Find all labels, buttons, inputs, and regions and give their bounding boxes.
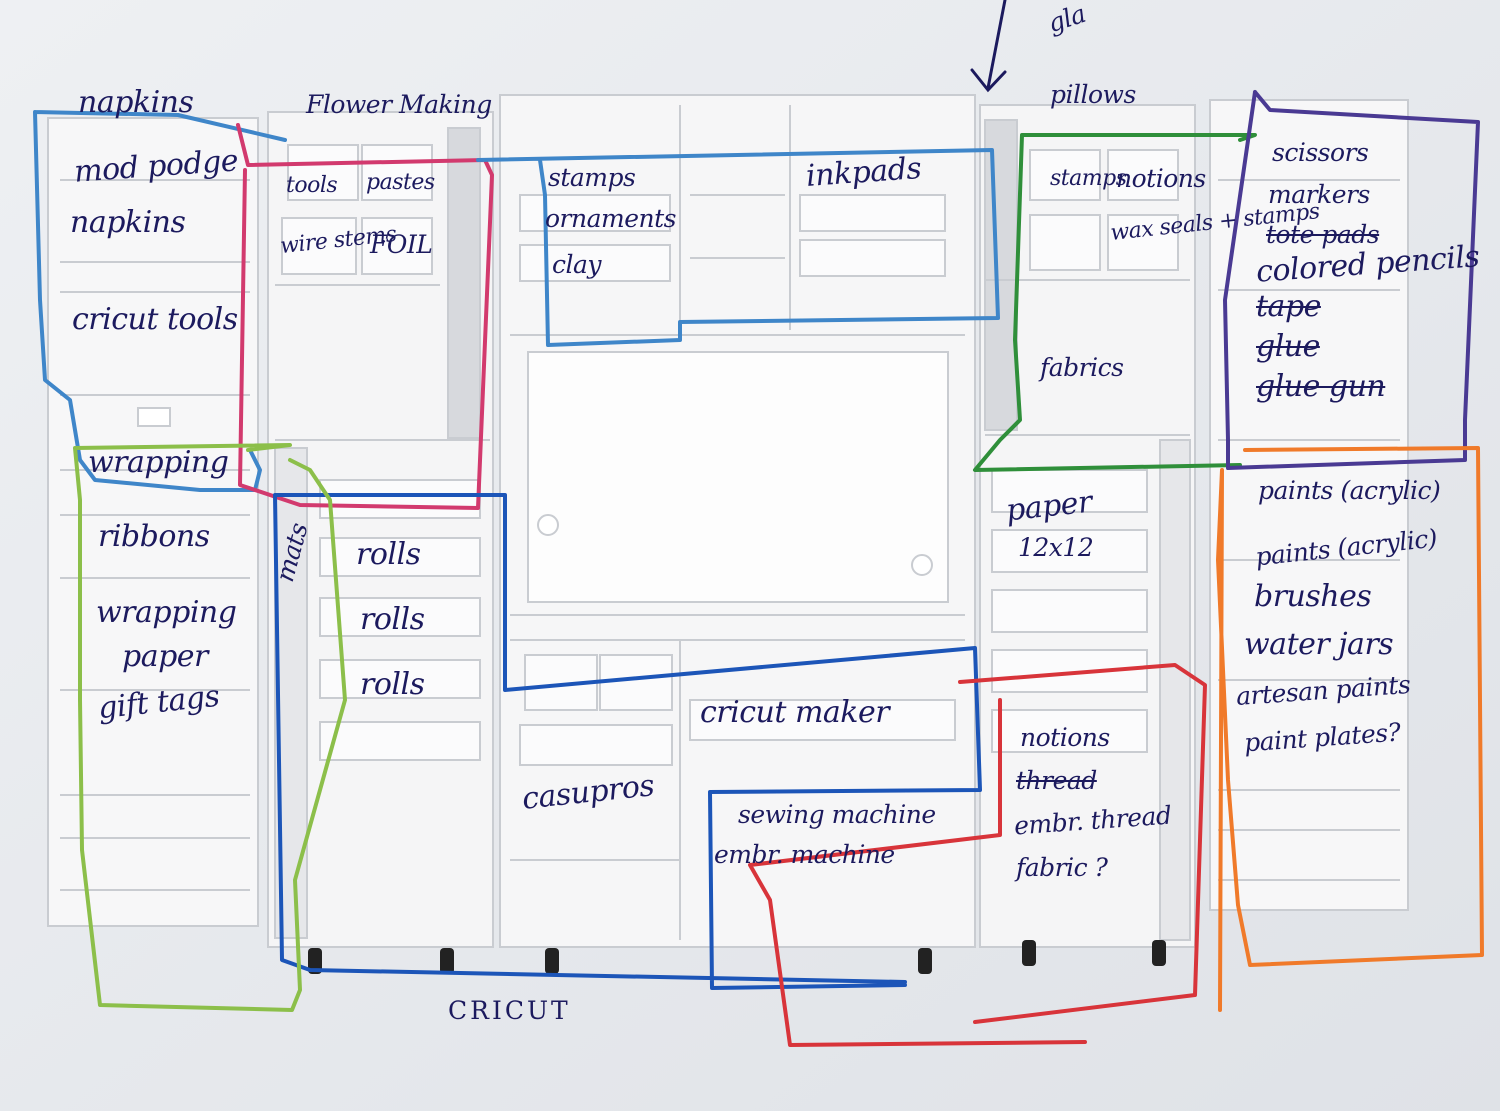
green-left-outline xyxy=(73,443,347,1012)
label-glue: glue xyxy=(1256,329,1320,364)
label-tape: tape xyxy=(1256,289,1321,324)
label-fabric: fabric ? xyxy=(1016,853,1108,882)
label-glue-gun: glue gun xyxy=(1256,369,1386,404)
label-paper: paper xyxy=(1004,484,1094,529)
cricut-blue-outline xyxy=(273,493,982,990)
label-notions-top: notions xyxy=(1116,164,1206,193)
left-blue-outline xyxy=(33,110,287,492)
label-flower-making: Flower Making xyxy=(306,90,492,119)
top-arrow xyxy=(970,0,1007,93)
label-markers: markers xyxy=(1268,180,1370,209)
label-rolls-1: rolls xyxy=(356,537,421,572)
label-napkins-1: napkins xyxy=(78,85,194,120)
label-ribbons: ribbons xyxy=(98,519,210,554)
label-foil: FOIL xyxy=(370,230,433,259)
label-paints-acrylic-1: paints (acrylic) xyxy=(1258,476,1441,505)
label-cricut-maker: cricut maker xyxy=(700,695,890,730)
orange-outline xyxy=(1216,446,1484,1012)
label-pastes: pastes xyxy=(366,170,435,195)
label-brushes: brushes xyxy=(1254,579,1372,614)
stamps-blue-outline xyxy=(476,148,1000,347)
label-notions-bottom: notions xyxy=(1020,723,1110,752)
purple-outline xyxy=(1223,90,1480,470)
craft-cabinet-photo xyxy=(47,94,1409,974)
label-embr-machine: embr. machine xyxy=(714,840,895,869)
label-ornaments: ornaments xyxy=(545,204,677,233)
label-scissors: scissors xyxy=(1272,138,1369,167)
label-stamps: stamps xyxy=(548,163,636,192)
label-sewing-machine: sewing machine xyxy=(738,800,936,829)
green-right-outline xyxy=(973,133,1257,472)
right-door xyxy=(1209,99,1409,911)
label-tools: tools xyxy=(286,173,338,198)
label-thread: thread xyxy=(1016,766,1097,795)
label-rolls-3: rolls xyxy=(360,667,425,702)
label-fabrics: fabrics xyxy=(1040,353,1124,382)
label-clay: clay xyxy=(552,250,602,279)
label-wrapping: wrapping xyxy=(88,445,229,480)
label-stamps-right: stamps xyxy=(1050,166,1127,191)
label-tote-pads: tote pads xyxy=(1266,220,1380,249)
label-cricut: CRICUT xyxy=(448,996,571,1025)
label-inkpads: inkpads xyxy=(804,151,923,194)
label-cricut-tools: cricut tools xyxy=(72,302,238,337)
label-wrapping-paper-2: paper xyxy=(122,639,208,674)
red-right-outline xyxy=(748,663,1207,1047)
label-napkins-2: napkins xyxy=(70,205,186,240)
cabinet-wheels xyxy=(308,940,1166,974)
pink-outline xyxy=(236,123,494,510)
label-rolls-2: rolls xyxy=(360,602,425,637)
label-pillows: pillows xyxy=(1050,80,1136,109)
label-12x12: 12x12 xyxy=(1018,533,1094,562)
label-water-jars: water jars xyxy=(1244,627,1394,662)
label-wrapping-paper-1: wrapping xyxy=(96,595,237,630)
